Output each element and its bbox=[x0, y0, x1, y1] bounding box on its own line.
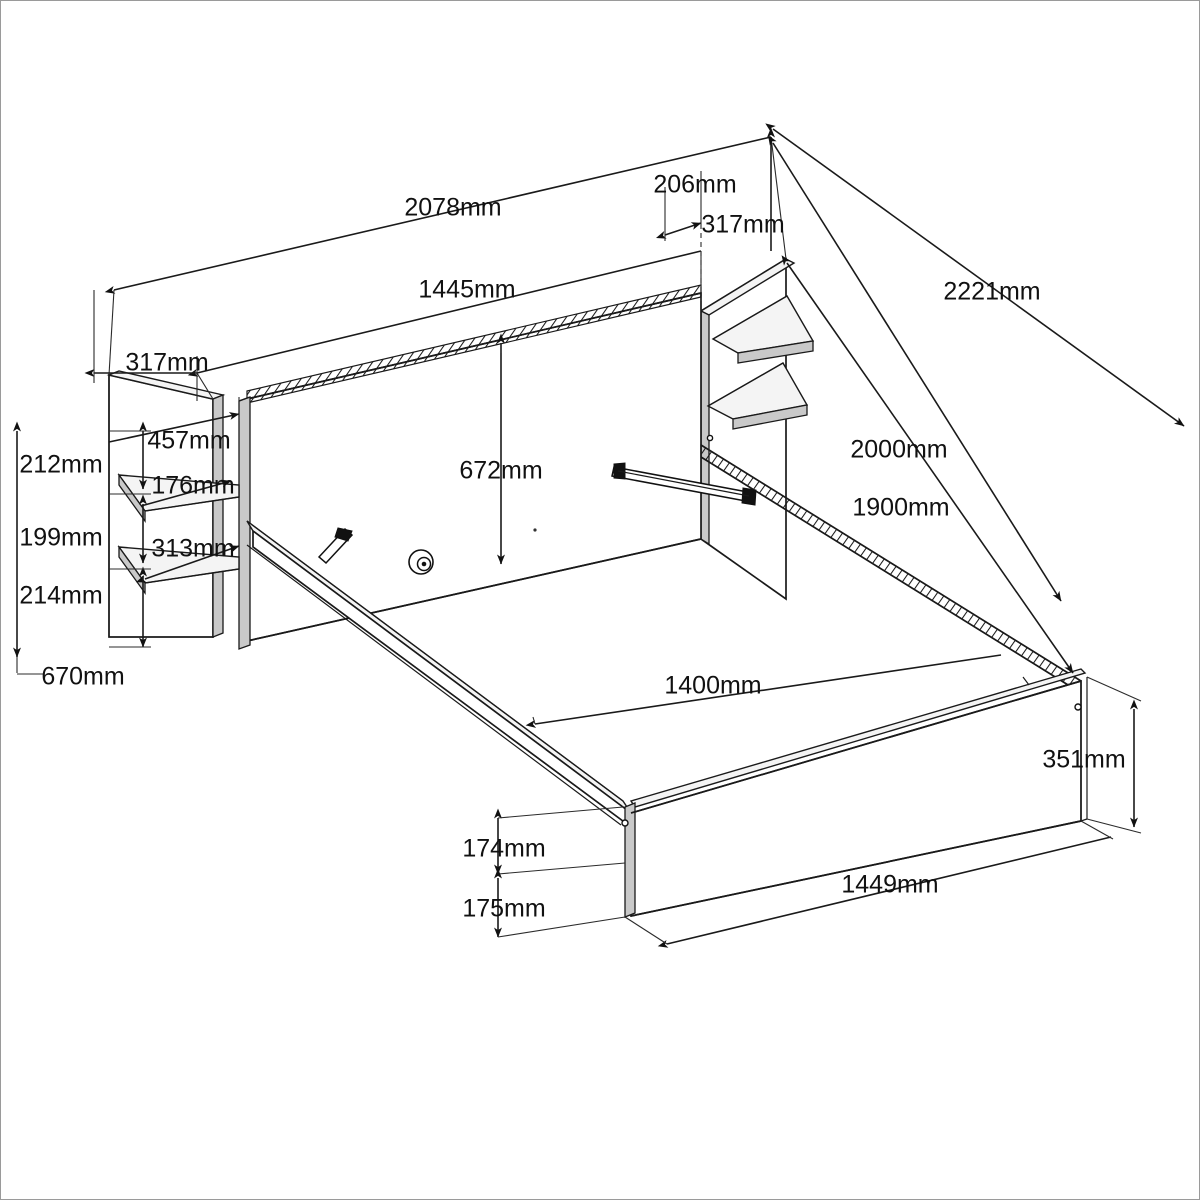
left-shelf-upper bbox=[117, 472, 240, 524]
dim-label-351: 351mm bbox=[1042, 746, 1125, 774]
screw-hole-footboard-left bbox=[621, 819, 629, 827]
left-side-rail bbox=[246, 520, 632, 829]
dim-label-670: 670mm bbox=[41, 663, 124, 691]
footboard-right-edge bbox=[1080, 677, 1088, 822]
dim-label-206: 206mm bbox=[653, 171, 736, 199]
dim-label-1445: 1445mm bbox=[418, 276, 515, 304]
dimension-lines bbox=[13, 123, 1185, 948]
rail-bracket-mark bbox=[1022, 676, 1030, 686]
dim-label-174: 174mm bbox=[462, 835, 545, 863]
dim-label-175: 175mm bbox=[462, 895, 545, 923]
bed-geometry bbox=[106, 257, 1088, 918]
support-bar bbox=[611, 462, 757, 506]
dim-label-317-left: 317mm bbox=[125, 349, 208, 377]
dim-label-457: 457mm bbox=[147, 427, 230, 455]
dim-label-2221: 2221mm bbox=[943, 278, 1040, 306]
headboard-panel bbox=[246, 284, 702, 643]
dim-label-1400: 1400mm bbox=[664, 672, 761, 700]
dim-label-1900: 1900mm bbox=[852, 494, 949, 522]
dim-label-176: 176mm bbox=[151, 472, 234, 500]
screw-hole-right-panel bbox=[706, 434, 714, 442]
dim-label-214: 214mm bbox=[19, 582, 102, 610]
dim-label-212: 212mm bbox=[19, 451, 102, 479]
dim-label-199: 199mm bbox=[19, 524, 102, 552]
cam-lock-fitting bbox=[408, 549, 434, 575]
dimension-labels: 2078mm 206mm 317mm 2221mm 1445mm 317mm 4… bbox=[19, 171, 1125, 923]
dim-label-313: 313mm bbox=[151, 535, 234, 563]
screw-hole-headboard bbox=[533, 528, 537, 532]
dowel-fitting-left bbox=[317, 527, 354, 565]
screw-hole-footboard-right bbox=[1074, 703, 1082, 711]
dim-label-317-top: 317mm bbox=[701, 211, 784, 239]
dim-label-672: 672mm bbox=[459, 457, 542, 485]
dim-label-2078: 2078mm bbox=[404, 194, 501, 222]
dim-label-1449: 1449mm bbox=[841, 871, 938, 899]
rail-inner-edge-left bbox=[246, 544, 622, 826]
dim-label-2000: 2000mm bbox=[850, 436, 947, 464]
